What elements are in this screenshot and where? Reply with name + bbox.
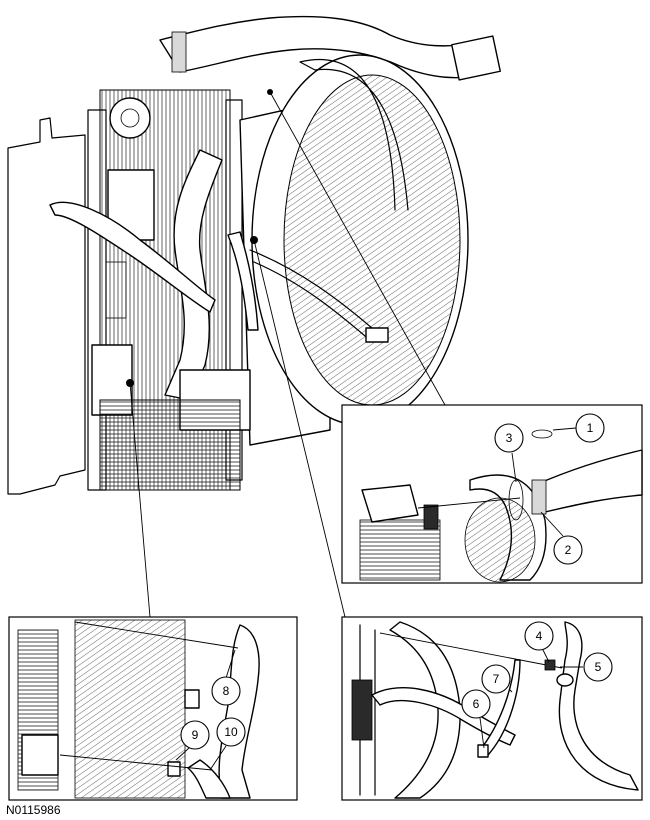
panel-c-lower-hose [371, 687, 516, 746]
leader-to-panel-a [269, 91, 446, 406]
panel-a-clamp [531, 479, 547, 515]
panel-c-center-clip [477, 744, 489, 758]
warning-label [105, 261, 127, 319]
callout-9-circle [180, 720, 210, 750]
bypass-hose [49, 201, 216, 313]
callout-8-label: 8 [223, 684, 230, 698]
callout-3-circle [494, 423, 524, 453]
panel-c-right-coupler [556, 673, 574, 687]
detail-panel-b: 8 9 10 [8, 616, 298, 801]
detail-panel-c: 4 5 6 7 [341, 616, 643, 801]
reservoir-cap [109, 97, 151, 139]
upper-hose-clamp [171, 31, 187, 73]
callout-1-label: 1 [587, 421, 594, 435]
panel-c-clip [544, 659, 556, 671]
heater-hose [227, 231, 259, 331]
callout-6-label: 6 [473, 697, 480, 711]
panel-a-connector [423, 504, 439, 530]
panel-b-bracket [184, 689, 200, 709]
upper-hose-coupler [451, 35, 501, 81]
detail-panel-a: 1 2 3 [341, 404, 643, 584]
panel-c-bracket [351, 679, 373, 741]
air-deflector-panel [7, 117, 86, 495]
oil-cooler-fitting [365, 327, 389, 343]
callout-8-circle [211, 676, 241, 706]
panel-b-rod-lower [59, 754, 213, 771]
panel-c-fan-ring [389, 621, 461, 799]
callout-5-circle [583, 652, 613, 682]
panel-a-radiator [359, 519, 441, 581]
callout-3-label: 3 [506, 431, 513, 445]
callout-2-label: 2 [565, 543, 572, 557]
panel-b-reservoir [21, 734, 59, 776]
reservoir-cap-center [120, 108, 140, 128]
callout-5-label: 5 [595, 660, 602, 674]
panel-a-seal [531, 429, 553, 439]
panel-a-hose [534, 449, 643, 513]
panel-b-core [74, 619, 186, 799]
callout-7-label: 7 [493, 672, 500, 686]
fan-shroud-lip [299, 58, 409, 211]
panel-a-coupler [361, 484, 419, 523]
panel-b-lower-hose [187, 759, 231, 799]
callout-7-circle [481, 664, 511, 694]
lower-radiator-hose [164, 149, 223, 401]
callout-4-circle [524, 621, 554, 651]
callout-6-circle [461, 689, 491, 719]
panel-c-right-hose [558, 621, 639, 791]
callout-2-circle [553, 535, 583, 565]
main-assembly-view [7, 15, 501, 618]
callout-4-label: 4 [536, 629, 543, 643]
panel-c-rod [379, 632, 563, 669]
fan-ring-inner [283, 74, 461, 406]
callout-9-label: 9 [192, 728, 199, 742]
figure-code: N0115986 [6, 803, 61, 817]
callout-1-circle [575, 413, 605, 443]
panel-a-fan [464, 497, 536, 583]
leader-to-panel-c [253, 239, 346, 618]
oil-cooler-line [249, 249, 381, 343]
panel-b-rod-upper [74, 621, 239, 649]
callout-10-label: 10 [224, 725, 238, 739]
leader-to-panel-b [129, 382, 151, 618]
panel-a-alignment-line [417, 497, 521, 509]
panel-b-lower-clip [167, 761, 181, 777]
callout-10-circle [216, 717, 246, 747]
lower-intercooler [99, 399, 241, 491]
